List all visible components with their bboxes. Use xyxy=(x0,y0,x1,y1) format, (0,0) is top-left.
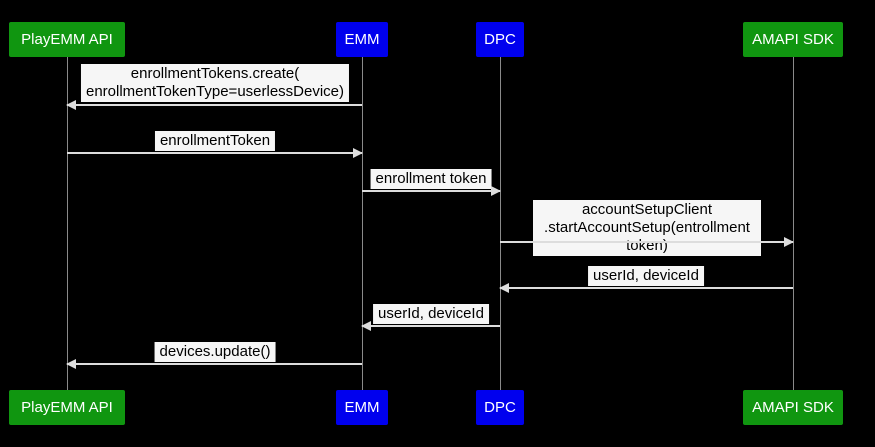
actor-dpc-top: DPC xyxy=(476,22,524,57)
actor-emm-top: EMM xyxy=(336,22,388,57)
message-label: enrollmentTokens.create( enrollmentToken… xyxy=(80,64,350,102)
arrow-line xyxy=(500,241,793,243)
actor-label: EMM xyxy=(344,31,380,48)
lifeline-amapi-sdk xyxy=(793,57,794,390)
actor-label: DPC xyxy=(484,399,516,416)
arrowhead-right-icon xyxy=(353,148,363,158)
arrow-line xyxy=(67,104,362,106)
message-label: userId, deviceId xyxy=(373,304,489,324)
actor-label: PlayEMM API xyxy=(21,31,113,48)
actor-amapi-sdk-top: AMAPI SDK xyxy=(743,22,843,57)
actor-playemm-api-top: PlayEMM API xyxy=(9,22,125,57)
arrow-line xyxy=(67,363,362,365)
arrowhead-right-icon xyxy=(491,186,501,196)
message-label: enrollmentToken xyxy=(154,131,276,151)
actor-label: DPC xyxy=(484,31,516,48)
arrow-line xyxy=(500,287,793,289)
arrowhead-left-icon xyxy=(66,359,76,369)
message-label: devices.update() xyxy=(154,342,276,362)
actor-label: EMM xyxy=(344,399,380,416)
arrow-line xyxy=(362,190,500,192)
lifeline-emm xyxy=(362,57,363,390)
arrowhead-right-icon xyxy=(784,237,794,247)
actor-dpc-bottom: DPC xyxy=(476,390,524,425)
message-label: userId, deviceId xyxy=(588,266,704,286)
actor-label: AMAPI SDK xyxy=(752,31,834,48)
actor-playemm-api-bottom: PlayEMM API xyxy=(9,390,125,425)
actor-label: AMAPI SDK xyxy=(752,399,834,416)
actor-label: PlayEMM API xyxy=(21,399,113,416)
arrowhead-left-icon xyxy=(499,283,509,293)
arrow-line xyxy=(362,325,500,327)
lifeline-playemm-api xyxy=(67,57,68,390)
actor-amapi-sdk-bottom: AMAPI SDK xyxy=(743,390,843,425)
arrowhead-left-icon xyxy=(66,100,76,110)
lifeline-dpc xyxy=(500,57,501,390)
message-label: enrollment token xyxy=(370,169,492,189)
arrow-line xyxy=(67,152,362,154)
actor-emm-bottom: EMM xyxy=(336,390,388,425)
message-label: accountSetupClient .startAccountSetup(en… xyxy=(533,200,761,256)
arrowhead-left-icon xyxy=(361,321,371,331)
